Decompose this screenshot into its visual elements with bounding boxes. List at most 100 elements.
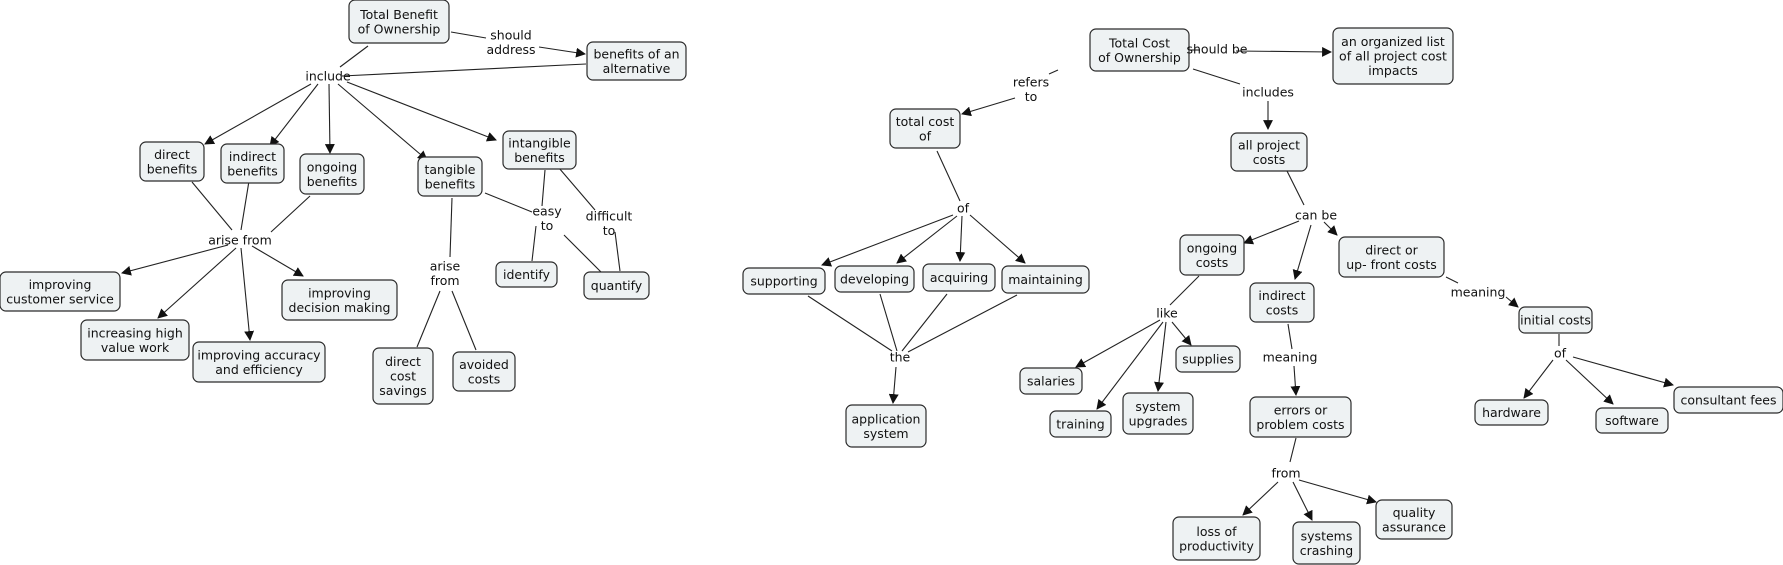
- concept-label: software: [1605, 413, 1659, 428]
- concept-label: total cost: [896, 114, 955, 129]
- concept-label: benefits: [227, 163, 278, 178]
- concept-label: upgrades: [1129, 413, 1188, 428]
- concept-label: supporting: [750, 274, 817, 289]
- edge-line: [907, 294, 1018, 353]
- concept-label: and efficiency: [215, 362, 303, 377]
- concept-training: training: [1049, 410, 1112, 438]
- edge-line: [563, 234, 602, 273]
- concept-box: [192, 341, 326, 383]
- concept-box: [1089, 28, 1190, 72]
- concept-label: tangible: [425, 162, 476, 177]
- concept-box: [0, 271, 121, 312]
- concept-box: [1249, 396, 1352, 438]
- linking-phrase-arise-from: arise from: [208, 233, 272, 248]
- concept-box: [586, 41, 687, 81]
- concept-label: alternative: [603, 61, 671, 76]
- linking-phrase-label: include: [305, 69, 351, 84]
- concept-box: [348, 0, 450, 44]
- concept-box: [1019, 367, 1083, 395]
- linking-phrase-of-1: of: [957, 201, 970, 216]
- concept-label: quantify: [591, 278, 643, 293]
- concept-label: direct or: [1365, 242, 1418, 257]
- concept-initial-costs: initial costs: [1518, 306, 1593, 334]
- concept-box: [80, 319, 190, 361]
- concept-label: ongoing: [307, 159, 357, 174]
- edge-arrow: [324, 83, 335, 154]
- concept-label: indirect: [229, 149, 276, 164]
- linking-phrase-label: from: [1271, 466, 1300, 481]
- edge-arrow: [1565, 359, 1614, 405]
- linking-phrase-can-be: can be: [1295, 208, 1337, 223]
- linking-phrase-label: easy: [532, 203, 562, 218]
- edge-arrow: [1243, 220, 1300, 245]
- concept-box: [742, 267, 826, 295]
- linking-phrase-include: include: [305, 69, 351, 84]
- edge-arrow: [1298, 479, 1377, 505]
- concept-label: direct: [385, 354, 421, 369]
- concept-label: all project: [1238, 137, 1300, 152]
- concept-label: benefits: [307, 174, 358, 189]
- edge-arrow: [1523, 359, 1554, 399]
- edge-line: [901, 293, 948, 352]
- concept-box: [583, 271, 650, 300]
- linking-phrase-label: includes: [1242, 85, 1294, 100]
- linking-phrase-label: difficult: [586, 208, 633, 223]
- concept-box: [922, 263, 996, 292]
- edge-arrow: [955, 215, 966, 262]
- linking-phrase-label: arise from: [208, 233, 272, 248]
- edge-line: [341, 63, 587, 77]
- linking-phrase-label: should: [490, 27, 531, 42]
- concept-label: hardware: [1482, 405, 1541, 420]
- concept-label: costs: [1253, 152, 1285, 167]
- concept-box: [452, 351, 516, 392]
- edge-arrow: [1075, 319, 1161, 368]
- concept-box: [1175, 345, 1241, 373]
- linking-phrase-label: to: [541, 218, 554, 233]
- concept-box: [1049, 410, 1112, 438]
- edge-arrow: [1292, 224, 1312, 280]
- edge-line: [1286, 170, 1305, 206]
- concept-label: costs: [1196, 255, 1228, 270]
- edge-line: [1192, 68, 1241, 85]
- concept-box: [139, 141, 205, 182]
- edge-arrow: [240, 247, 255, 341]
- concept-label: systems: [1301, 528, 1353, 543]
- edge-arrow: [346, 81, 497, 142]
- concept-label: value work: [101, 340, 170, 355]
- concept-label: training: [1056, 417, 1104, 432]
- concept-box: [1001, 265, 1090, 294]
- concept-label: costs: [1266, 302, 1298, 317]
- concept-box: [1595, 407, 1669, 434]
- concept-label: supplies: [1182, 352, 1233, 367]
- concept-label: improving: [29, 277, 92, 292]
- edge-line: [1289, 437, 1297, 463]
- concept-box: [1292, 521, 1361, 565]
- linking-phrase-label: to: [603, 223, 616, 238]
- linking-phrase-the: the: [890, 350, 911, 365]
- edge-arrow: [969, 214, 1026, 264]
- edge-line: [449, 197, 453, 258]
- linking-phrase-includes: includes: [1242, 85, 1294, 100]
- concept-hardware: hardware: [1474, 399, 1549, 426]
- concept-supplies: supplies: [1175, 345, 1241, 373]
- concept-label: developing: [840, 272, 909, 287]
- edge-line: [1048, 69, 1059, 75]
- edge-arrow: [888, 366, 899, 404]
- edge-arrow: [1096, 321, 1164, 410]
- concept-label: productivity: [1179, 538, 1254, 553]
- concept-label: consultant fees: [1680, 393, 1776, 408]
- edges-layer: [121, 31, 1674, 521]
- linking-phrase-label: to: [1025, 89, 1038, 104]
- concept-label: ongoing: [1187, 240, 1237, 255]
